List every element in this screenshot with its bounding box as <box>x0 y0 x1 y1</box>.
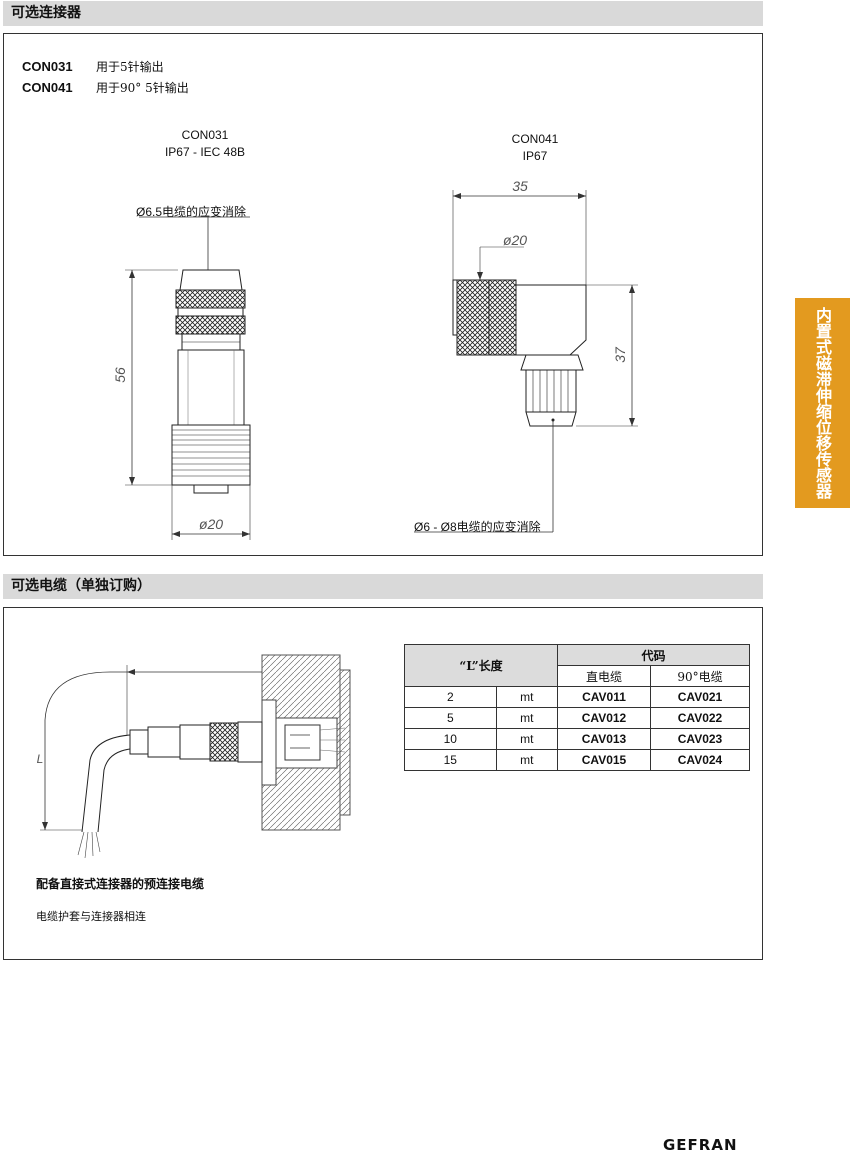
con041-dim-diameter: ø20 <box>502 232 528 248</box>
header-length: “L”长度 <box>404 644 558 687</box>
cell-straight: CAV015 <box>557 749 651 771</box>
cell-length: 15 <box>404 749 497 771</box>
cell-length: 2 <box>404 686 497 708</box>
table-row: 10 mt CAV013 CAV023 <box>404 728 750 750</box>
con031-cable-note: Ø6.5电缆的应变消除 <box>136 203 286 220</box>
option-desc: 用于5针输出 <box>96 60 164 74</box>
cell-unit: mt <box>495 686 559 708</box>
cable-codes-table: “L”长度 代码 直电缆 90°电缆 2 mt CAV011 CAV021 5 … <box>404 644 750 771</box>
cell-straight: CAV013 <box>557 728 651 750</box>
header-straight: 直电缆 <box>557 665 651 687</box>
header-code: 代码 <box>557 644 750 666</box>
brand-logo: GEFRAN <box>663 1136 738 1154</box>
cell-unit: mt <box>495 749 559 771</box>
cell-straight: CAV011 <box>557 686 651 708</box>
cell-unit: mt <box>495 707 559 729</box>
table-row: 15 mt CAV015 CAV024 <box>404 749 750 771</box>
con041-cable-note-text: Ø6 - Ø8电缆的应变消除 <box>414 520 541 534</box>
con031-title: CON031 <box>181 128 229 142</box>
option-con031: CON031 用于5针输出 <box>22 58 164 75</box>
con041-dim-width: 35 <box>512 178 528 194</box>
cell-angled: CAV023 <box>650 728 750 750</box>
con031-cable-note-text: Ø6.5电缆的应变消除 <box>136 205 247 219</box>
con031-dim-diameter: ø20 <box>198 516 224 532</box>
cables-panel <box>3 607 763 960</box>
con041-rating: IP67 <box>522 149 548 163</box>
header-angled: 90°电缆 <box>650 665 750 687</box>
cell-unit: mt <box>495 728 559 750</box>
cell-angled: CAV022 <box>650 707 750 729</box>
cell-length: 10 <box>404 728 497 750</box>
con041-title: CON041 <box>511 132 559 146</box>
option-code: CON041 <box>22 80 73 95</box>
table-row: 2 mt CAV011 CAV021 <box>404 686 750 708</box>
option-desc: 用于90° 5针输出 <box>96 81 189 95</box>
cable-dim-length: L <box>36 752 44 766</box>
con041-cable-note: Ø6 - Ø8电缆的应变消除 <box>414 518 564 535</box>
table-row: 5 mt CAV012 CAV022 <box>404 707 750 729</box>
cable-caption-title: 配备直接式连接器的预连接电缆 <box>36 877 205 891</box>
connectors-panel <box>3 33 763 556</box>
cell-straight: CAV012 <box>557 707 651 729</box>
con031-rating: IP67 - IEC 48B <box>164 145 246 159</box>
cable-caption-sub: 电缆护套与连接器相连 <box>36 910 146 923</box>
section-title-connectors: 可选连接器 <box>3 1 763 26</box>
cell-length: 5 <box>404 707 497 729</box>
section-title-cables: 可选电缆（单独订购） <box>3 574 763 599</box>
category-side-tab: 内置式磁滞伸缩位移传感器 <box>795 298 850 508</box>
option-code: CON031 <box>22 59 73 74</box>
cell-angled: CAV021 <box>650 686 750 708</box>
option-con041: CON041 用于90° 5针输出 <box>22 79 189 96</box>
cell-angled: CAV024 <box>650 749 750 771</box>
